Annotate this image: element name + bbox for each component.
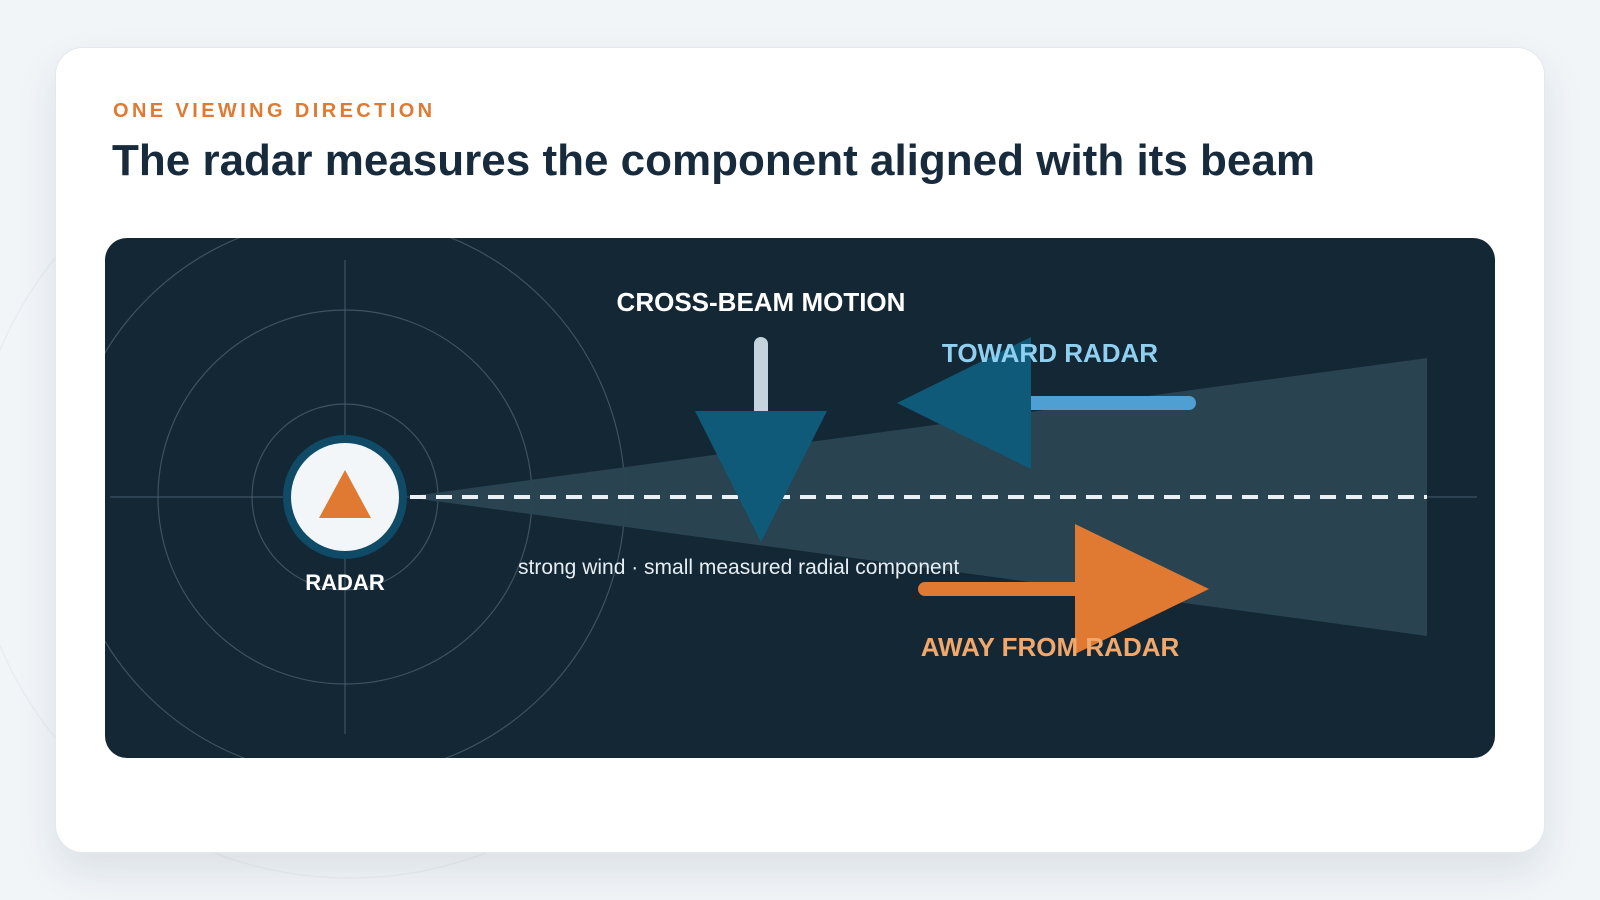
slide-card: ONE VIEWING DIRECTION The radar measures…: [55, 47, 1545, 853]
away-radar-label: AWAY FROM RADAR: [921, 632, 1180, 662]
arrow-right-icon: [918, 524, 1209, 654]
radar-label: RADAR: [305, 570, 385, 595]
cross-beam-label: CROSS-BEAM MOTION: [617, 287, 906, 317]
radar-beam-diagram: RADAR CROSS-BEAM MOTION TOWARD RADAR: [105, 238, 1495, 758]
arrow-down-icon: [695, 337, 827, 542]
diagram-canvas: RADAR CROSS-BEAM MOTION TOWARD RADAR: [105, 238, 1477, 758]
triangle-icon: [319, 470, 371, 518]
diagram-caption: strong wind · small measured radial comp…: [518, 556, 959, 579]
section-kicker: ONE VIEWING DIRECTION: [113, 100, 436, 122]
arrow-left-icon: [897, 337, 1196, 469]
radar-marker: [283, 435, 407, 559]
slide-title: The radar measures the component aligned…: [112, 136, 1315, 185]
toward-radar-label: TOWARD RADAR: [942, 338, 1158, 368]
